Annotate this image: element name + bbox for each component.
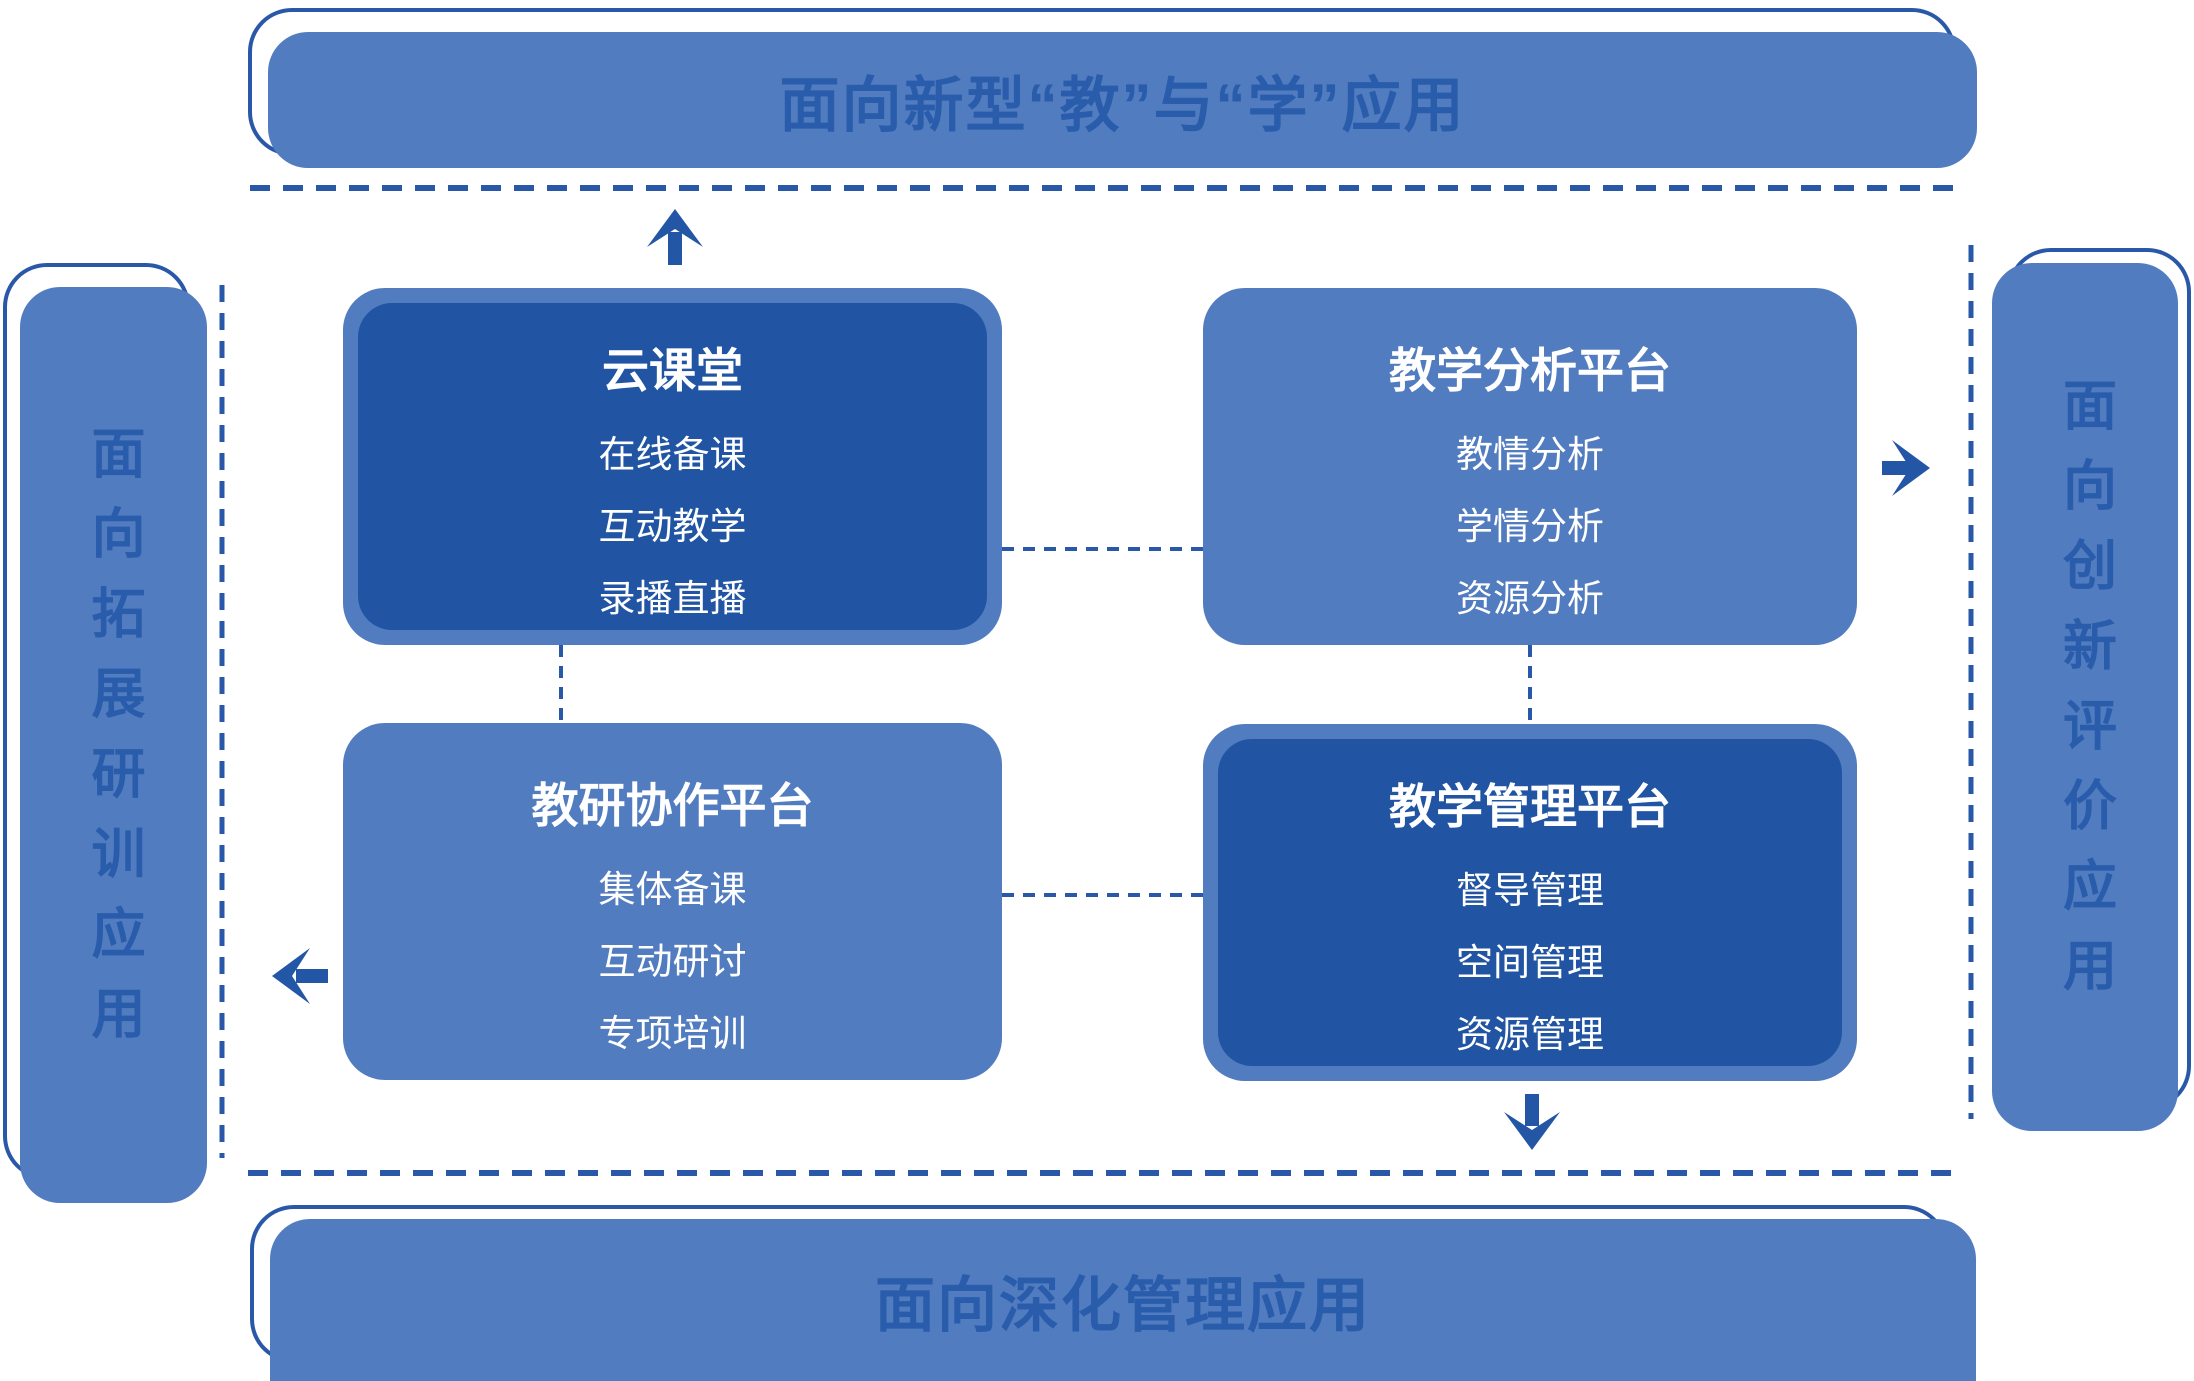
box-cloud-classroom-item: 录播直播 xyxy=(598,578,747,619)
box-teaching-management-item: 资源管理 xyxy=(1456,1014,1604,1055)
box-teaching-management-title: 教学管理平台 xyxy=(1389,780,1671,833)
box-cloud-classroom-item: 互动教学 xyxy=(598,506,747,547)
box-teaching-management-item: 空间管理 xyxy=(1456,942,1604,983)
left-arrow-icon xyxy=(272,948,328,1004)
box-cloud-classroom: 云课堂 在线备课 互动教学 录播直播 xyxy=(343,288,1002,645)
box-teaching-management-inner xyxy=(1218,739,1842,1066)
top-banner: 面向新型“教”与“学”应用 xyxy=(268,32,1977,168)
box-teaching-analysis-title: 教学分析平台 xyxy=(1389,344,1671,397)
down-arrow-icon xyxy=(1504,1094,1560,1150)
right-banner: 面向创新评价应用 xyxy=(1992,263,2178,1131)
up-arrow-icon xyxy=(647,209,703,265)
right-banner-label: 面向创新评价应用 xyxy=(2054,377,2115,1017)
box-cloud-classroom-inner xyxy=(358,303,987,630)
top-banner-label: 面向新型“教”与“学”应用 xyxy=(779,71,1466,139)
box-teaching-analysis-item: 学情分析 xyxy=(1456,506,1604,547)
left-banner: 面向拓展研训应用 xyxy=(20,287,207,1203)
box-research-collaboration-title: 教研协作平台 xyxy=(531,779,814,832)
box-research-collaboration-item: 互动研讨 xyxy=(598,941,747,982)
box-research-collaboration: 教研协作平台 集体备课 互动研讨 专项培训 xyxy=(343,723,1002,1080)
box-research-collaboration-item: 专项培训 xyxy=(598,1013,747,1054)
box-teaching-analysis-item: 教情分析 xyxy=(1456,434,1604,475)
box-teaching-analysis: 教学分析平台 教情分析 学情分析 资源分析 xyxy=(1203,288,1857,645)
box-cloud-classroom-title: 云课堂 xyxy=(602,344,743,397)
bottom-banner: 面向深化管理应用 xyxy=(270,1219,1976,1381)
box-research-collaboration-item: 集体备课 xyxy=(598,869,747,910)
left-banner-label: 面向拓展研训应用 xyxy=(83,425,143,1065)
right-arrow-icon xyxy=(1882,440,1930,496)
box-teaching-management-item: 督导管理 xyxy=(1456,870,1604,911)
bottom-banner-label: 面向深化管理应用 xyxy=(875,1271,1371,1339)
box-teaching-management: 教学管理平台 督导管理 空间管理 资源管理 xyxy=(1203,724,1857,1081)
box-teaching-analysis-item: 资源分析 xyxy=(1456,578,1604,619)
box-cloud-classroom-item: 在线备课 xyxy=(598,434,747,475)
